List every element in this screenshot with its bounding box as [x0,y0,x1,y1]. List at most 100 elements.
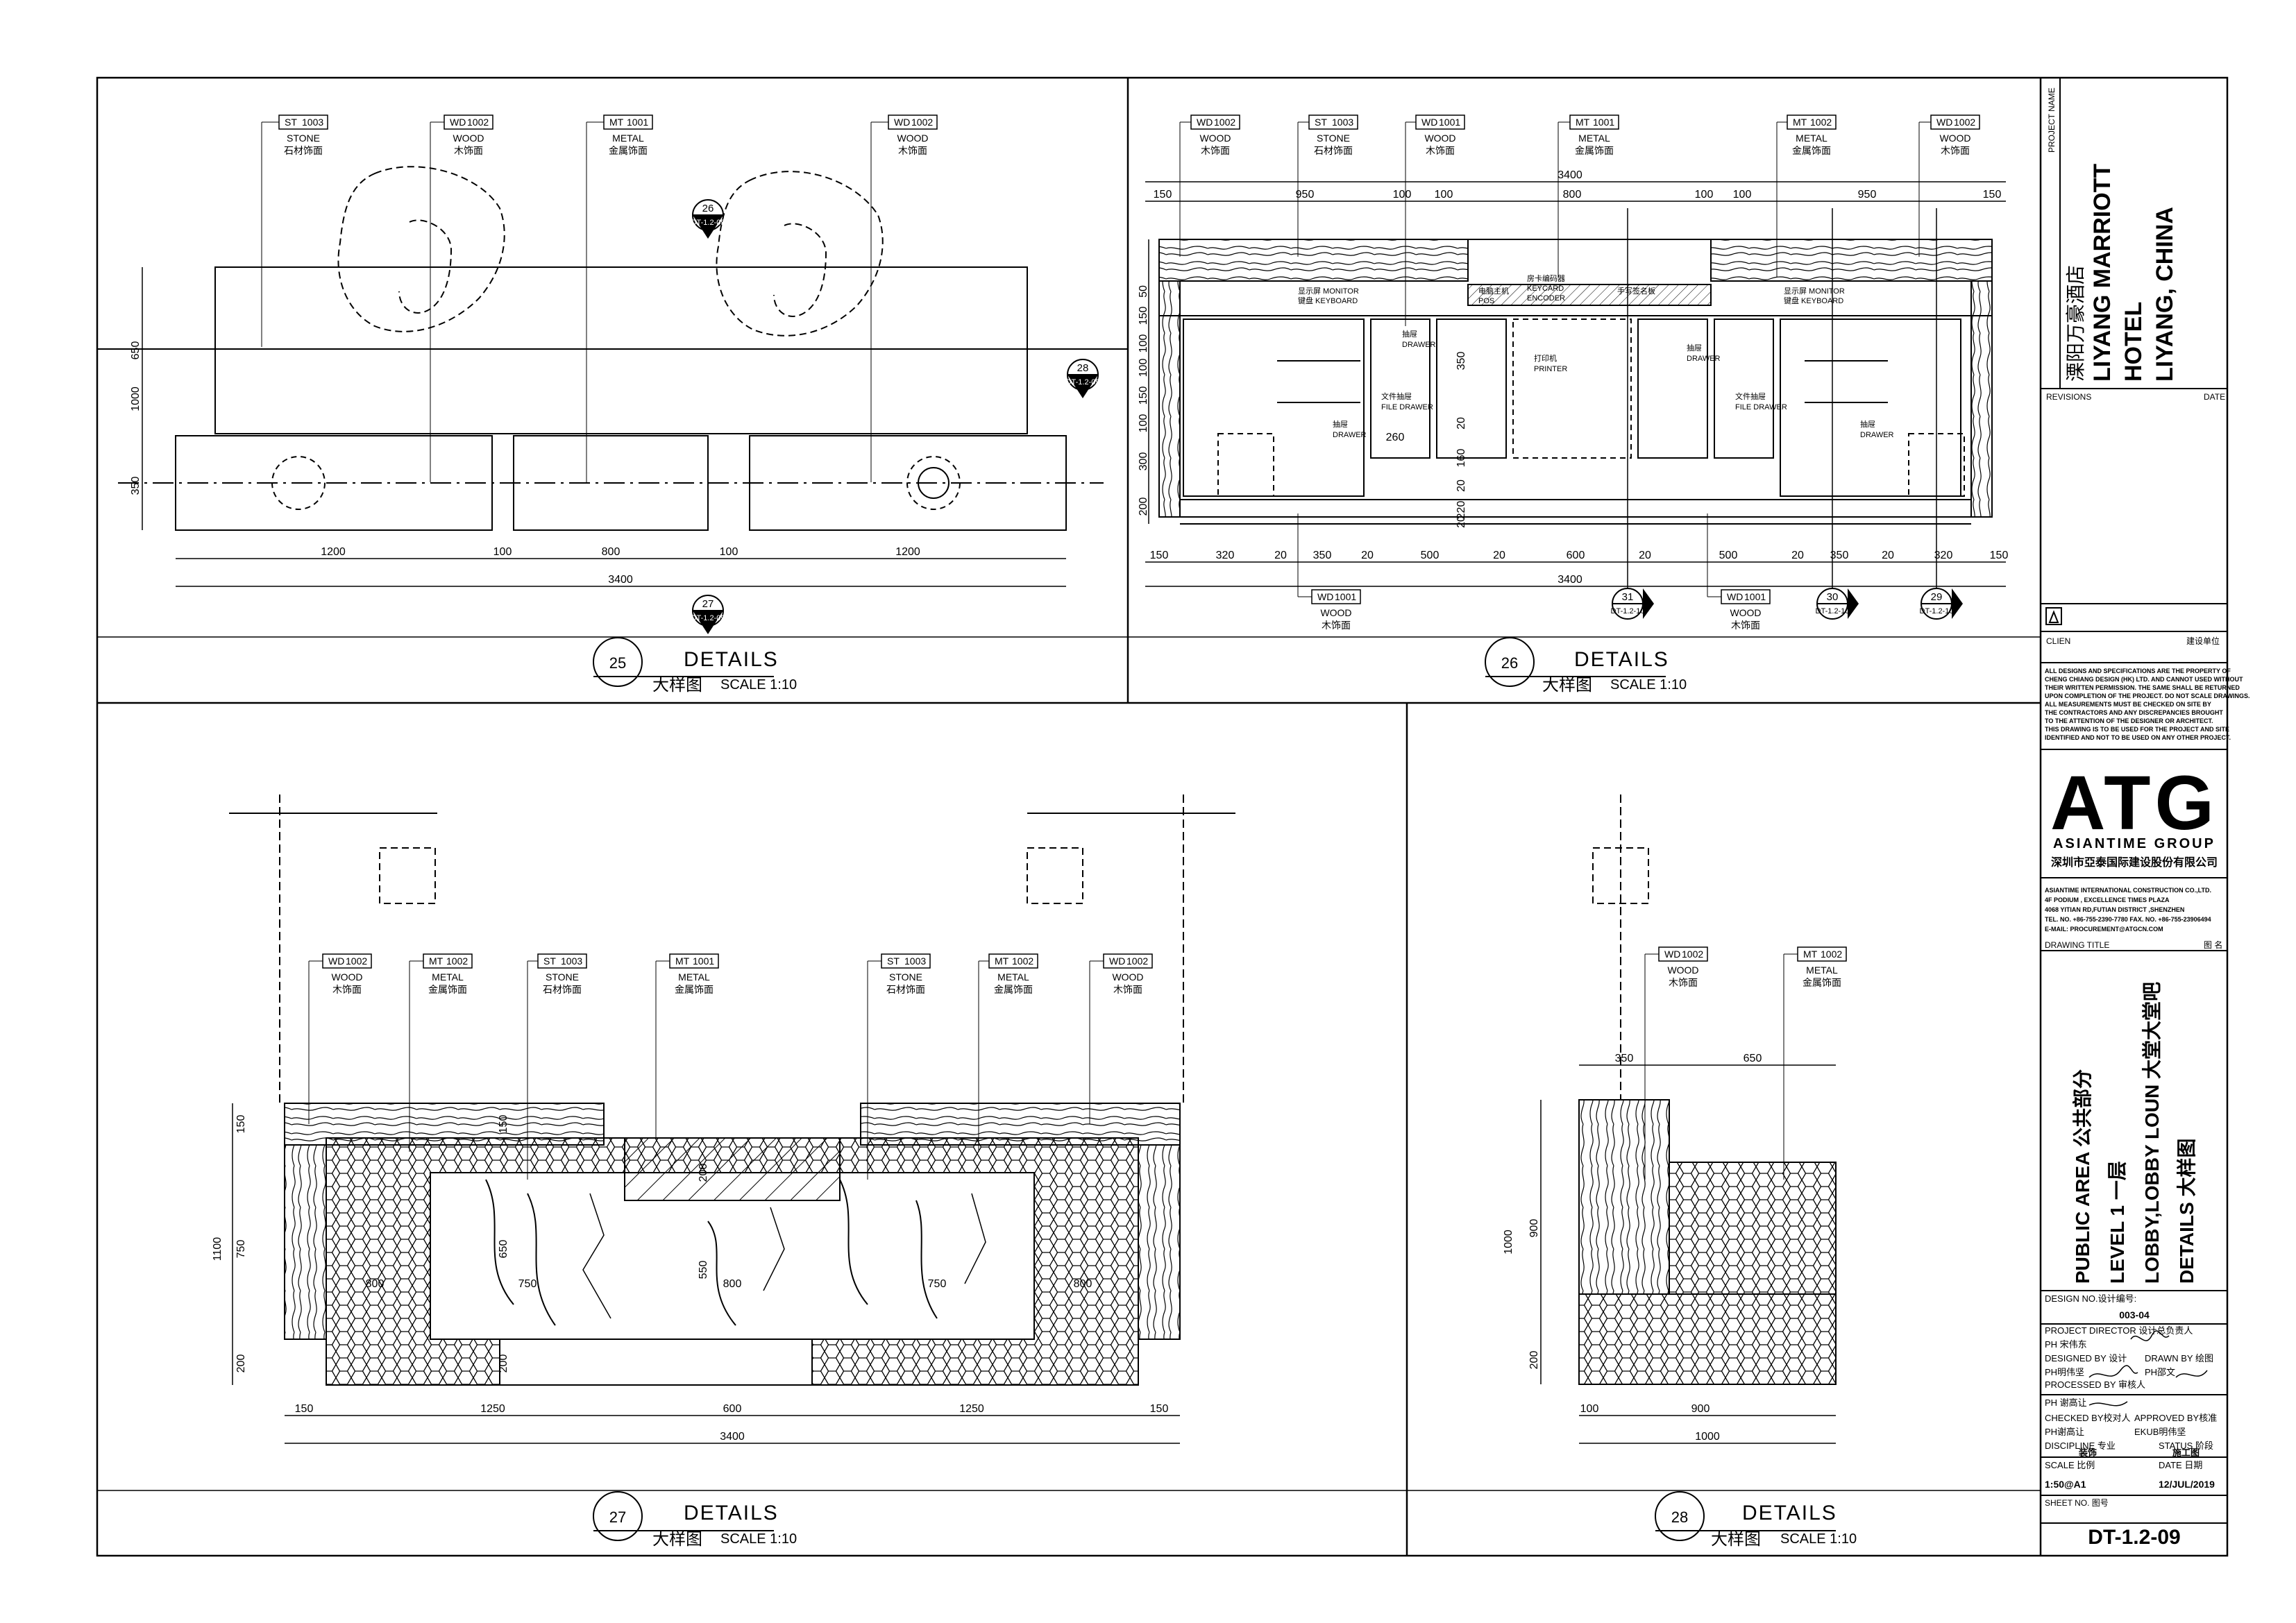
title-block-text: PROJECT NAME 溧阳万豪酒店 LIYANG MARRIOTT HOTE… [2045,87,2250,1549]
svg-text:HOTEL: HOTEL [2120,302,2147,382]
svg-text:LOBBY,LOBBY LOUN 大堂大堂吧: LOBBY,LOBBY LOUN 大堂大堂吧 [2141,982,2163,1284]
tag-en: STONE [287,133,320,144]
svg-text:950: 950 [1858,189,1877,201]
svg-text:1003: 1003 [1332,117,1353,128]
svg-text:WOOD: WOOD [1939,133,1970,144]
svg-text:REVISIONS: REVISIONS [2046,392,2091,402]
panel-scale: SCALE 1:10 [720,1531,797,1547]
svg-text:WOOD: WOOD [1199,133,1231,144]
svg-text:20: 20 [1455,516,1467,528]
panel-title-26: 26 DETAILS 大样图 SCALE 1:10 [1485,637,1687,695]
svg-text:100: 100 [1695,189,1714,201]
svg-text:12/JUL/2019: 12/JUL/2019 [2159,1479,2215,1490]
svg-text:PH明伟坚: PH明伟坚 [2045,1367,2084,1377]
svg-text:150: 150 [1983,189,2002,201]
svg-text:WD: WD [328,955,344,967]
svg-text:100: 100 [1393,189,1412,201]
svg-text:DT-1.2-10: DT-1.2-10 [1920,607,1954,615]
svg-text:260: 260 [1386,432,1405,443]
dim-text: 650 [130,341,142,360]
svg-text:1000: 1000 [1695,1431,1720,1443]
svg-text:MT: MT [1576,117,1590,128]
svg-text:650: 650 [1744,1053,1762,1064]
svg-text:建设单位: 建设单位 [2186,636,2220,646]
svg-text:DRAWER: DRAWER [1687,355,1721,363]
svg-text:抽屉: 抽屉 [1860,419,1875,429]
svg-text:650: 650 [498,1240,509,1259]
svg-text:石材饰面: 石材饰面 [543,984,582,995]
detail-26-elevation [1158,239,1993,525]
svg-text:手写签名板: 手写签名板 [1617,286,1655,296]
svg-text:550: 550 [698,1261,709,1280]
svg-text:MT: MT [429,955,444,967]
panel-title-27: 27 DETAILS 大样图 SCALE 1:10 [593,1491,797,1549]
svg-text:160: 160 [1455,449,1467,468]
svg-text:1002: 1002 [1214,117,1235,128]
svg-text:THIS DRAWING IS TO BE USED FOR: THIS DRAWING IS TO BE USED FOR THE PROJE… [2045,726,2229,733]
svg-text:METAL: METAL [1578,133,1610,144]
svg-text:350: 350 [1830,550,1849,561]
svg-text:DT-1.2-10: DT-1.2-10 [1611,607,1645,615]
svg-text:PRINTER: PRINTER [1534,365,1567,373]
svg-text:150: 150 [1150,1403,1169,1415]
svg-text:1001: 1001 [1744,591,1766,602]
svg-text:1002: 1002 [446,955,468,967]
svg-text:1250: 1250 [480,1403,505,1415]
svg-text:木饰面: 木饰面 [1113,984,1142,995]
panel-scale: SCALE 1:10 [1780,1531,1857,1547]
svg-text:30: 30 [1827,591,1839,603]
svg-text:4068 YITIAN RD,FUTIAN DISTRICT: 4068 YITIAN RD,FUTIAN DISTRICT ,SHENZHEN [2045,906,2184,913]
svg-text:显示屏 MONITOR: 显示屏 MONITOR [1784,287,1845,296]
detail-27-dimensions: 150 1250 600 1250 150 3400 1100 150 750 … [212,1103,1180,1444]
panel-number: 26 [1501,654,1518,672]
svg-text:金属饰面: 金属饰面 [1575,145,1614,156]
svg-text:METAL: METAL [1806,965,1838,976]
svg-text:1001: 1001 [693,955,714,967]
svg-text:木饰面: 木饰面 [1426,145,1455,156]
svg-text:1002: 1002 [346,955,367,967]
svg-text:DRAWER: DRAWER [1860,431,1894,439]
tag-en: METAL [612,133,644,144]
svg-text:1002: 1002 [1012,955,1033,967]
svg-text:DT-1.2-10: DT-1.2-10 [1816,607,1850,615]
svg-text:DATE 日期: DATE 日期 [2159,1460,2202,1470]
panel-number: 28 [1671,1509,1688,1526]
title-block [2041,78,2227,1524]
svg-text:TEL. NO. +86-755-2390-7780 FA: TEL. NO. +86-755-2390-7780 FAX. NO. +86-… [2045,916,2211,923]
svg-text:METAL: METAL [678,971,710,983]
detail-25-plan [97,166,1128,531]
svg-text:1001: 1001 [1439,117,1460,128]
svg-text:CHENG CHIANG DESIGN (HK) LTD.: CHENG CHIANG DESIGN (HK) LTD. AND CANNOT… [2045,676,2243,683]
svg-text:DESIGN NO.设计编号:: DESIGN NO.设计编号: [2045,1293,2136,1304]
detail-28-section [1578,794,1837,1385]
svg-text:ENCODER: ENCODER [1527,294,1565,303]
signature-mark [2130,1330,2170,1341]
svg-text:CLIEN: CLIEN [2046,636,2070,646]
tag-code: WD [894,117,910,128]
svg-text:STONE: STONE [1317,133,1350,144]
panel-title-28: 28 DETAILS 大样图 SCALE 1:10 [1655,1491,1857,1549]
svg-text:MT: MT [1803,949,1818,960]
svg-text:TO THE ATTENTION OF THE DESIGN: TO THE ATTENTION OF THE DESIGNER OR ARCH… [2045,717,2213,724]
svg-text:20: 20 [1455,417,1467,430]
svg-text:PUBLIC AREA 公共部分: PUBLIC AREA 公共部分 [2072,1069,2093,1284]
svg-text:800: 800 [1074,1278,1092,1290]
svg-text:电脑主机: 电脑主机 [1478,286,1509,296]
svg-text:320: 320 [1216,550,1235,561]
panel-title-25: 25 DETAILS 大样图 SCALE 1:10 [593,637,797,695]
svg-text:文件抽屉: 文件抽屉 [1381,391,1412,401]
tag-cn: 石材饰面 [284,145,323,156]
svg-text:WD: WD [1727,591,1743,602]
svg-text:键盘 KEYBOARD: 键盘 KEYBOARD [1784,296,1843,305]
svg-text:WOOD: WOOD [1424,133,1455,144]
svg-text:SHEET NO. 图号: SHEET NO. 图号 [2045,1498,2109,1508]
svg-text:PH谢高让: PH谢高让 [2045,1427,2084,1437]
svg-text:ST: ST [1315,117,1327,128]
svg-text:200: 200 [698,1164,709,1182]
panel-scale: SCALE 1:10 [720,677,797,692]
svg-text:PH 宋伟东: PH 宋伟东 [2045,1339,2087,1350]
svg-text:150: 150 [1990,550,2009,561]
panel-subtitle: 大样图 [1542,676,1592,695]
